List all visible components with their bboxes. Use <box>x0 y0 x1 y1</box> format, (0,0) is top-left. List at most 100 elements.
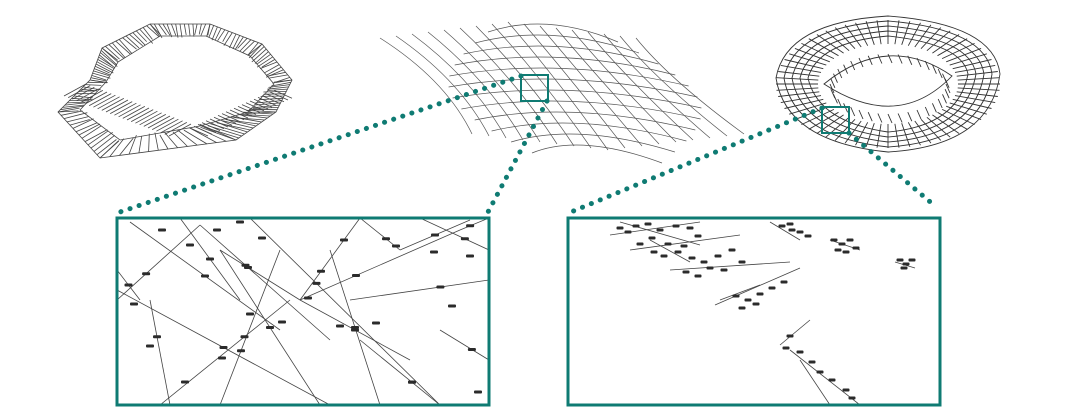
edge-label-tag <box>266 326 274 329</box>
radial-tie <box>942 43 975 58</box>
edge-label-tag <box>673 225 680 228</box>
edge-label-tag <box>181 381 189 384</box>
edge-label-tag <box>687 227 694 230</box>
rafter <box>155 133 158 151</box>
edge-label-tag <box>645 223 652 226</box>
radial-tie <box>777 78 819 80</box>
edge-label-tag <box>146 345 154 348</box>
dome-ring <box>453 90 702 108</box>
radial-tie <box>946 106 981 119</box>
edge-label-tag <box>336 325 344 328</box>
edge-label-tag <box>125 284 133 287</box>
edge-label-tag <box>839 243 846 246</box>
inner-strut <box>888 114 892 123</box>
edge-label-tag <box>258 237 266 240</box>
inner-strut <box>908 112 912 121</box>
edge-label-tag <box>244 266 252 269</box>
edge-label-tag <box>681 245 688 248</box>
edge-label-tag <box>853 247 860 250</box>
rafter <box>85 85 101 86</box>
edge-label-tag <box>352 274 360 277</box>
edge-label-tag <box>739 261 746 264</box>
rafter <box>119 39 132 53</box>
dome-rib <box>476 26 574 146</box>
rafter <box>184 130 207 144</box>
edge-label-tag <box>787 335 794 338</box>
inner-strut <box>888 54 892 63</box>
rafter <box>116 41 131 54</box>
edge-label-tag <box>829 379 836 382</box>
radial-tie <box>801 109 834 124</box>
radial-tie <box>938 112 968 129</box>
edge-label-tag <box>278 321 286 324</box>
inner-strut <box>868 56 872 65</box>
edge-label-tag <box>649 237 656 240</box>
edge-label-tag <box>715 255 722 258</box>
edge-label-tag <box>246 313 254 316</box>
radial-tie <box>778 92 819 97</box>
edge-label-tag <box>304 297 312 300</box>
rafter <box>268 89 288 90</box>
edge-label-tag <box>392 245 400 248</box>
rafter <box>184 24 186 35</box>
edge-label-tag <box>909 259 916 262</box>
connector-right-b <box>849 133 935 206</box>
inner-strut <box>851 61 855 70</box>
octagonal-roof-wireframe <box>58 24 292 158</box>
edge-label-tag <box>789 229 796 232</box>
dome-rib <box>524 24 625 148</box>
edge-label-tag <box>701 261 708 264</box>
edge-label-tag <box>633 225 640 228</box>
dome-ring <box>492 123 687 141</box>
radial-tie <box>958 88 1000 90</box>
edge-label-tag <box>237 349 245 352</box>
edge-label-tag <box>707 267 714 270</box>
inner-strut <box>859 110 863 119</box>
rafter <box>226 112 244 120</box>
edge-label-tag <box>729 249 736 252</box>
edge-label-tag <box>695 235 702 238</box>
connector-right-a <box>571 108 822 212</box>
rafter <box>112 43 125 58</box>
edge-label-tag <box>213 229 221 232</box>
edge-label-tag <box>739 307 746 310</box>
rafter <box>195 24 197 35</box>
edge-label-tag <box>153 335 161 338</box>
inner-strut <box>844 65 848 74</box>
rafter <box>199 24 201 34</box>
zoom-inset-left <box>117 218 489 405</box>
edge-label-tag <box>661 255 668 258</box>
rafter <box>193 24 194 37</box>
edge-label-tag <box>186 244 194 247</box>
edge-label-tag <box>831 239 838 242</box>
dome-rib <box>492 24 591 148</box>
radial-tie <box>789 54 826 65</box>
edge-label-tag <box>351 326 359 329</box>
inner-strut <box>938 99 942 108</box>
edge-label-tag <box>665 243 672 246</box>
connector-left-b <box>488 101 547 212</box>
edge-label-tag <box>779 225 786 228</box>
edge-label-tag <box>683 271 690 274</box>
rafter <box>85 130 107 142</box>
edge-label-tag <box>625 231 632 234</box>
edge-label-tag <box>466 224 474 227</box>
edge-label-tag <box>382 237 390 240</box>
dome-rib <box>556 28 659 144</box>
edge-label-tag <box>809 361 816 364</box>
zoom-inset-right <box>568 218 940 405</box>
rafter <box>198 124 216 132</box>
inner-strut <box>917 110 921 119</box>
edge-label-tag <box>313 282 321 285</box>
edge-label-tag <box>757 293 764 296</box>
edge-label-tag <box>340 239 348 242</box>
stadium-bowl <box>824 56 952 106</box>
edge-label-tag <box>651 251 658 254</box>
rafter <box>240 40 251 51</box>
edge-label-tag <box>461 237 469 240</box>
edge-label-tag <box>637 243 644 246</box>
edge-label-tag <box>206 258 214 261</box>
rafter <box>189 24 190 36</box>
edge-label-tag <box>408 381 416 384</box>
